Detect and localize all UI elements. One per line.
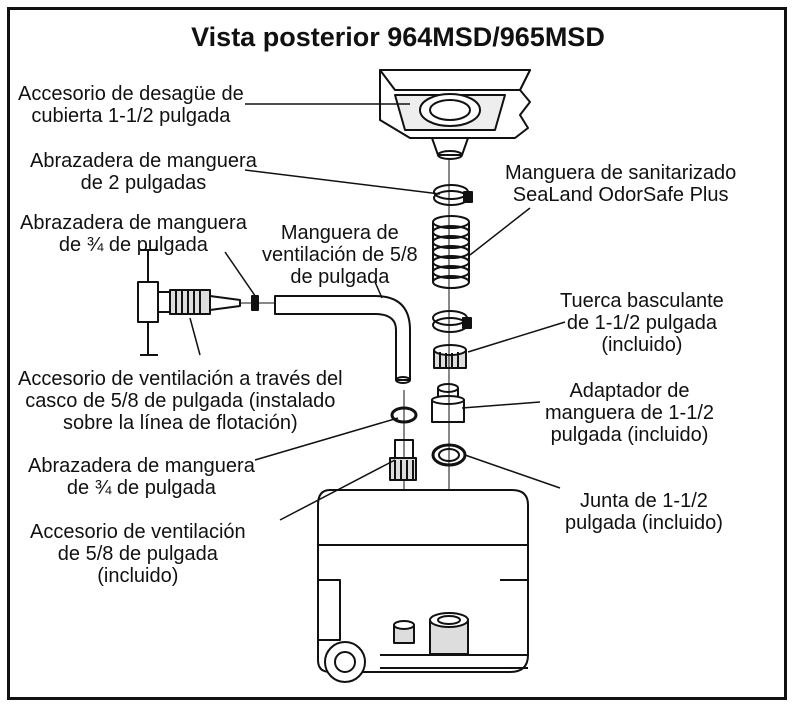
- diagram-title: Vista posterior 964MSD/965MSD: [191, 22, 605, 52]
- hose-clamp-lower: [432, 310, 472, 333]
- vent-hose: [274, 295, 411, 384]
- leader-lines: [189, 103, 566, 521]
- thru-hull-vent-fitting: [137, 249, 275, 356]
- vent-hose-clamp: [390, 406, 418, 424]
- holding-tank: [317, 489, 529, 683]
- vent-fitting: [389, 439, 417, 481]
- deck-drain-fitting: [379, 69, 531, 160]
- hose-clamp-2in: [433, 184, 473, 206]
- diagram-frame: [7, 7, 787, 700]
- swivel-nut: [433, 344, 467, 369]
- sanitation-hose: [432, 215, 470, 289]
- hose-adapter: [431, 383, 465, 423]
